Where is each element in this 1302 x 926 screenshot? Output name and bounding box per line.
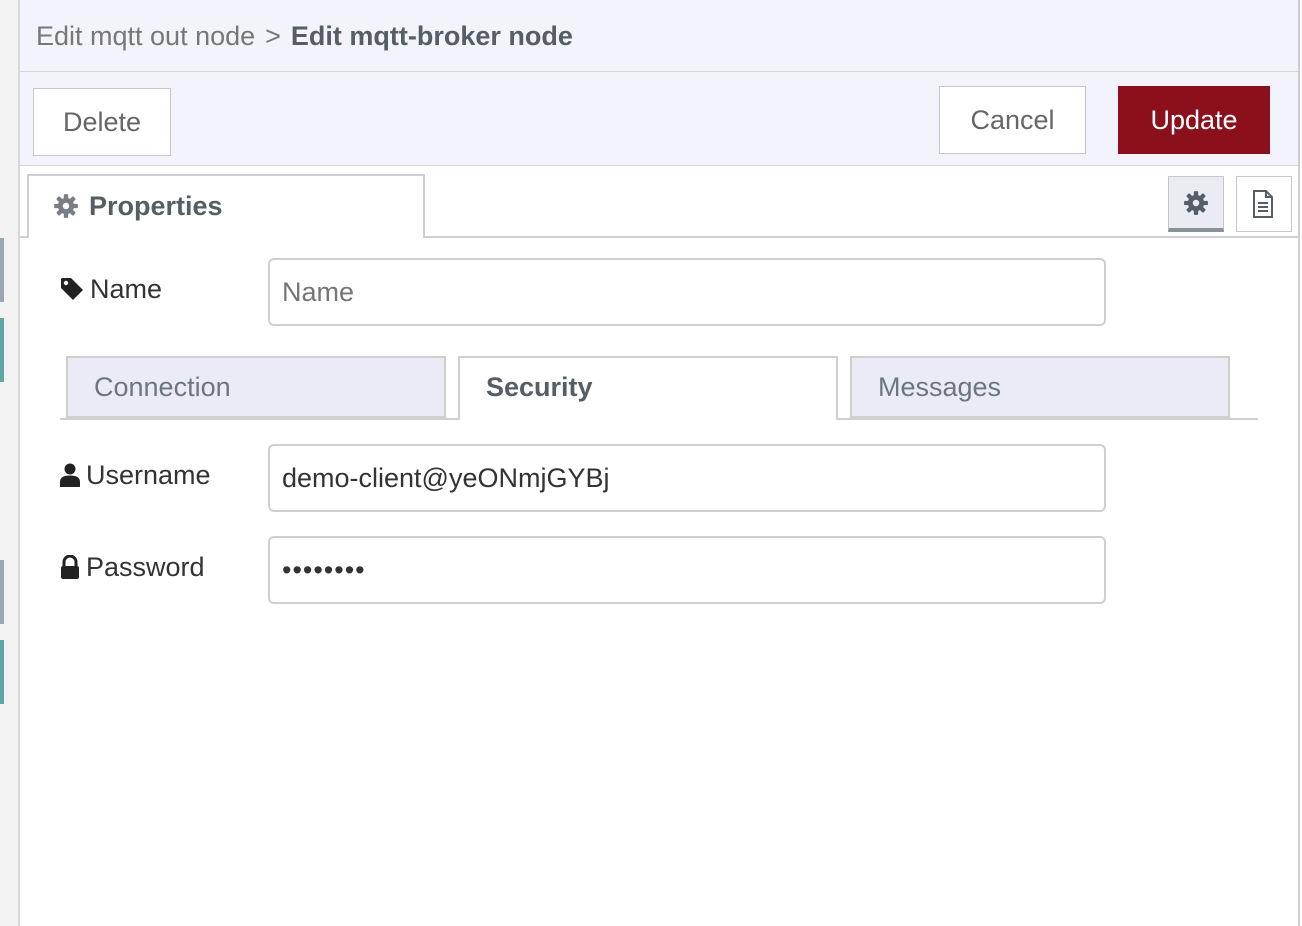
lock-icon: [61, 554, 79, 579]
delete-button[interactable]: Delete: [33, 88, 171, 156]
security-subtabs: Connection Security Messages: [60, 354, 1258, 420]
update-button[interactable]: Update: [1118, 86, 1270, 154]
breadcrumb-parent[interactable]: Edit mqtt out node: [36, 21, 256, 51]
tray-toolbar: Delete Cancel Update: [20, 72, 1298, 166]
tab-properties[interactable]: Properties: [27, 174, 425, 238]
gear-icon: [54, 194, 78, 218]
document-icon: [1253, 190, 1273, 218]
edit-tray: Edit mqtt out node > Edit mqtt-broker node…: [20, 0, 1300, 926]
tray-tabbar: Properties: [20, 166, 1298, 238]
cancel-button[interactable]: Cancel: [939, 86, 1086, 154]
username-label: Username: [60, 460, 211, 491]
breadcrumb-separator: >: [265, 21, 281, 51]
password-label-text: Password: [86, 552, 205, 582]
tab-settings[interactable]: [1168, 176, 1224, 232]
subtab-connection[interactable]: Connection: [66, 356, 446, 418]
breadcrumb-current: Edit mqtt-broker node: [290, 21, 573, 51]
name-input[interactable]: [268, 258, 1106, 326]
workspace-node-marker: [0, 560, 4, 624]
workspace-node-marker: [0, 238, 4, 302]
gear-icon: [1184, 191, 1208, 215]
subtab-security[interactable]: Security: [458, 356, 838, 420]
tab-properties-label: Properties: [89, 191, 223, 221]
username-input[interactable]: demo-client@yeONmjGYBj: [268, 444, 1106, 512]
breadcrumb: Edit mqtt out node > Edit mqtt-broker node: [20, 0, 1298, 72]
user-icon: [60, 463, 80, 487]
workspace-node-marker: [0, 318, 4, 382]
subtab-messages[interactable]: Messages: [850, 356, 1230, 418]
workspace-node-marker: [0, 640, 4, 704]
tag-icon: [61, 278, 83, 300]
tab-description[interactable]: [1236, 176, 1292, 232]
tabbar-divider: [20, 236, 1298, 238]
name-label-text: Name: [90, 274, 163, 304]
username-label-text: Username: [86, 460, 211, 490]
workspace-edge: [0, 0, 20, 926]
password-input[interactable]: ••••••••: [268, 536, 1106, 604]
password-label: Password: [60, 552, 205, 583]
name-label: Name: [60, 274, 162, 305]
